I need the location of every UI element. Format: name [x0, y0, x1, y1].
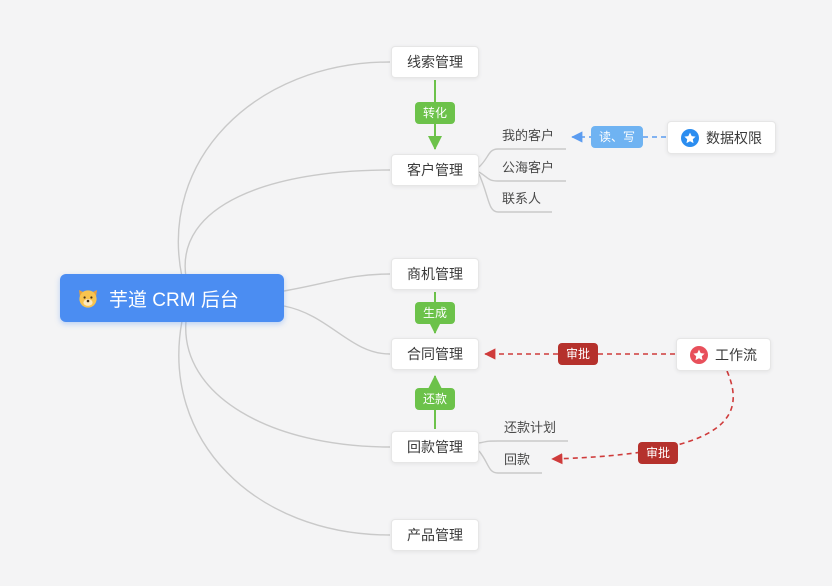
edge-label-approve-payment: 审批 — [637, 442, 679, 464]
edge-customers-contacts — [478, 173, 552, 213]
subnode-public-customers[interactable]: 公海客户 — [502, 160, 555, 175]
root-node-crm-backend[interactable]: 芋道 CRM 后台 — [60, 274, 284, 322]
node-receivables[interactable]: 回款管理 — [391, 431, 479, 463]
node-opportunities-label: 商机管理 — [407, 266, 463, 282]
dog-icon — [76, 286, 100, 310]
edge-label-repay: 还款 — [414, 388, 456, 410]
node-customers[interactable]: 客户管理 — [391, 154, 479, 186]
root-node-label: 芋道 CRM 后台 — [109, 289, 239, 311]
star-circle-icon — [690, 345, 708, 364]
edge-label-generate: 生成 — [414, 302, 456, 324]
edge-receivables-plan — [478, 440, 568, 444]
node-products-label: 产品管理 — [407, 527, 463, 543]
edge-root-contracts — [283, 305, 391, 355]
subnode-payment[interactable]: 回款 — [504, 452, 531, 467]
edge-root-receivables — [185, 320, 391, 448]
edge-customers-mine — [478, 148, 566, 168]
node-workflow-label: 工作流 — [715, 346, 757, 363]
subnode-my-customers[interactable]: 我的客户 — [502, 128, 555, 143]
edge-receivables-payment — [478, 450, 542, 474]
edge-label-convert: 转化 — [414, 102, 456, 124]
node-leads[interactable]: 线索管理 — [391, 46, 479, 78]
node-products[interactable]: 产品管理 — [391, 519, 479, 551]
node-contracts[interactable]: 合同管理 — [391, 338, 479, 370]
edge-root-customers — [184, 169, 391, 278]
node-data-permission[interactable]: 数据权限 — [667, 121, 776, 154]
node-customers-label: 客户管理 — [407, 162, 463, 178]
subnode-repayment-plan[interactable]: 还款计划 — [504, 420, 557, 435]
arrow-approve-payment — [551, 370, 734, 465]
node-leads-label: 线索管理 — [407, 54, 463, 70]
node-data-permission-label: 数据权限 — [706, 129, 762, 146]
edge-root-leads — [177, 61, 391, 278]
subnode-contacts[interactable]: 联系人 — [502, 191, 542, 206]
node-opportunities[interactable]: 商机管理 — [391, 258, 479, 290]
edge-root-products — [178, 320, 391, 536]
node-contracts-label: 合同管理 — [407, 346, 463, 362]
node-receivables-label: 回款管理 — [407, 439, 463, 455]
star-circle-icon — [681, 128, 699, 147]
edge-root-opportunities — [283, 273, 391, 292]
edge-label-approve-contract: 审批 — [557, 343, 599, 365]
edge-customers-public — [478, 171, 566, 182]
edge-label-read-write: 读、写 — [590, 126, 644, 148]
node-workflow[interactable]: 工作流 — [676, 338, 771, 371]
